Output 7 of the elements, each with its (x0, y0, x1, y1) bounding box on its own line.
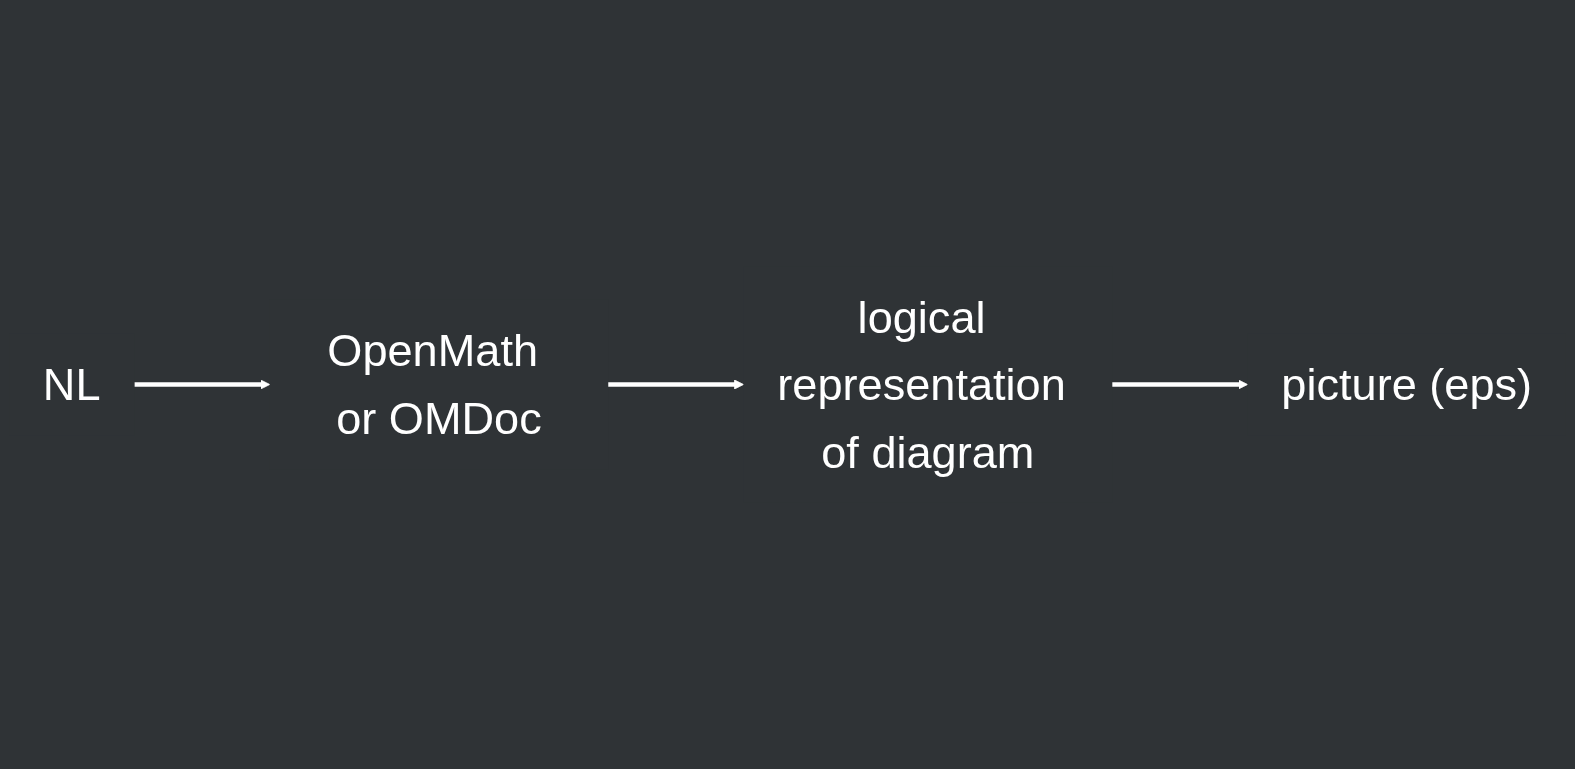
node-text: NL (42, 359, 101, 410)
node-text: logical representation of diagram (777, 292, 1066, 477)
node-text: picture (eps) (1281, 359, 1533, 410)
arrow (134, 379, 271, 390)
node-text: OpenMath or OMDoc (327, 325, 542, 444)
arrow (608, 379, 744, 390)
arrow (1112, 379, 1248, 390)
